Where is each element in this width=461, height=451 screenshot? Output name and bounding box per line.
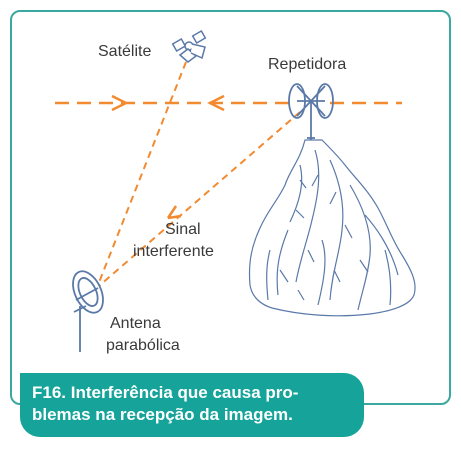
parabolic-antenna-icon	[72, 270, 104, 352]
antenna-label-line1: Antena	[110, 315, 161, 332]
satellite-signal-line	[95, 61, 187, 291]
signal-label-line2: interferente	[133, 243, 214, 260]
mountain-illustration	[248, 139, 416, 317]
repeater-antenna-icon	[288, 83, 334, 140]
satellite-icon	[171, 30, 207, 63]
figure-caption: F16. Interferência que causa pro- blemas…	[20, 373, 364, 437]
interfering-signal-line	[91, 111, 301, 293]
repeater-label: Repetidora	[268, 56, 347, 73]
arrow-left-icon	[207, 94, 225, 112]
caption-line1: F16. Interferência que causa pro-	[32, 383, 299, 402]
arrow-right-icon	[111, 94, 129, 112]
interference-arrow-icon	[166, 205, 182, 220]
satellite-label: Satélite	[98, 43, 152, 60]
antenna-label-line2: parabólica	[106, 337, 180, 354]
signal-label-line1: Sinal	[165, 221, 201, 238]
caption-line2: blemas na recepção da imagem.	[32, 405, 293, 424]
